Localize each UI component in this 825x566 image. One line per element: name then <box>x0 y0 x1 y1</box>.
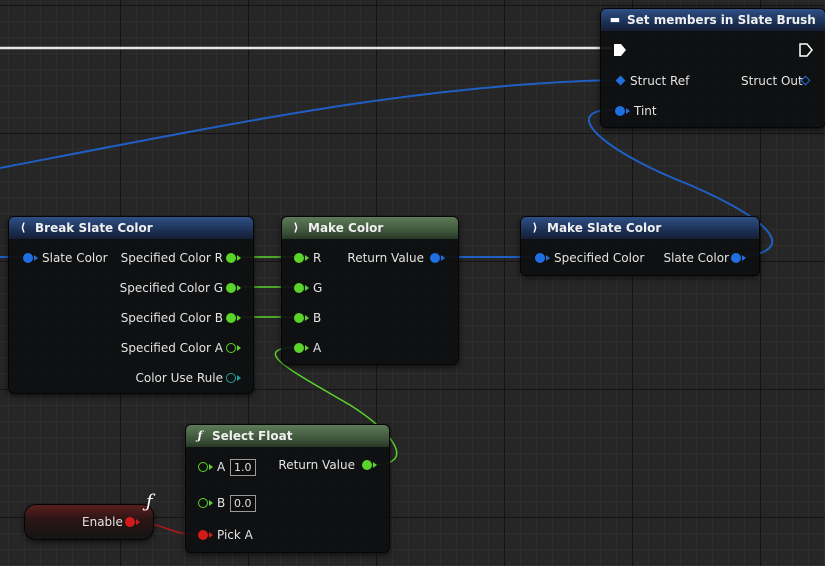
make-slate-color-header[interactable]: ⟩ Make Slate Color <box>521 217 759 239</box>
function-icon: ƒ <box>146 491 153 512</box>
b-input-pin[interactable] <box>294 313 304 323</box>
specified-color-r-arrow <box>237 255 241 261</box>
enable-variable-node[interactable]: Enable <box>24 504 154 540</box>
set-members-title: Set members in Slate Brush <box>627 13 816 27</box>
specified-color-label: Specified Color <box>554 251 645 265</box>
return-value-pin[interactable] <box>430 253 440 263</box>
tint-pin[interactable] <box>615 106 625 116</box>
specified-color-b-arrow <box>237 315 241 321</box>
r-input-arrow <box>305 255 309 261</box>
select-a-pin[interactable] <box>198 462 208 472</box>
slate-color-output-arrow <box>742 255 746 261</box>
select-float-header[interactable]: ƒ Select Float <box>186 425 389 447</box>
specified-color-g-pin[interactable] <box>226 283 236 293</box>
enable-output-arrow <box>136 519 140 525</box>
r-input-pin[interactable] <box>294 253 304 263</box>
struct-out-label: Struct Out <box>741 74 803 88</box>
color-use-rule-label: Color Use Rule <box>135 371 224 385</box>
select-b-pin[interactable] <box>198 498 208 508</box>
specified-color-b-label: Specified Color B <box>120 311 223 325</box>
pick-a-arrow <box>209 532 213 538</box>
select-b-value-field[interactable]: 0.0 <box>230 495 256 512</box>
specified-color-input-arrow <box>546 255 550 261</box>
make-slate-color-node[interactable]: ⟩ Make Slate Color Specified Color Slate… <box>520 216 760 276</box>
select-a-label: A <box>217 460 226 474</box>
select-float-to-a-wire[interactable] <box>274 346 398 466</box>
specified-color-r-pin[interactable] <box>226 253 236 263</box>
slate-color-input-pin[interactable] <box>23 253 33 263</box>
slate-color-output-pin[interactable] <box>731 253 741 263</box>
select-b-label: B <box>217 496 226 510</box>
make-color-title: Make Color <box>308 221 384 235</box>
specified-color-g-arrow <box>237 285 241 291</box>
slate-color-wire[interactable] <box>588 109 774 258</box>
break-slate-color-title: Break Slate Color <box>35 221 153 235</box>
select-return-value-arrow <box>373 462 377 468</box>
specified-color-a-label: Specified Color A <box>120 341 223 355</box>
specified-color-b-pin[interactable] <box>226 313 236 323</box>
make-struct-icon: ⟩ <box>532 221 538 234</box>
r-label: R <box>313 251 322 265</box>
select-return-value-label: Return Value <box>278 458 355 472</box>
a-label: A <box>313 341 322 355</box>
specified-color-input-pin[interactable] <box>535 253 545 263</box>
select-return-value-pin[interactable] <box>362 460 372 470</box>
pick-a-label: Pick A <box>217 528 253 542</box>
set-members-header[interactable]: ▬ Set members in Slate Brush <box>601 9 825 31</box>
function-icon: ƒ <box>197 429 203 442</box>
struct-icon: ▬ <box>609 13 621 26</box>
b-label: B <box>313 311 322 325</box>
select-float-title: Select Float <box>212 429 293 443</box>
color-use-rule-arrow <box>237 375 241 381</box>
specified-color-r-label: Specified Color R <box>120 251 223 265</box>
g-label: G <box>313 281 323 295</box>
a-input-pin[interactable] <box>294 343 304 353</box>
break-slate-color-node[interactable]: ⟨ Break Slate Color Slate Color Specifie… <box>8 216 254 394</box>
tint-label: Tint <box>634 104 657 118</box>
struct-ref-pin[interactable] <box>615 75 626 86</box>
struct-ref-wire[interactable] <box>0 79 613 169</box>
struct-ref-label: Struct Ref <box>630 74 690 88</box>
a-input-arrow <box>305 345 309 351</box>
break-struct-icon: ⟨ <box>20 221 26 234</box>
specified-color-a-arrow <box>237 345 241 351</box>
color-use-rule-pin[interactable] <box>226 373 236 383</box>
select-a-value-field[interactable]: 1.0 <box>230 459 256 476</box>
enable-output-pin[interactable] <box>125 517 135 527</box>
make-color-node[interactable]: ⟩ Make Color R Return Value G B A <box>281 216 459 365</box>
g-input-pin[interactable] <box>294 283 304 293</box>
slate-color-output-label: Slate Color <box>663 251 729 265</box>
pick-a-pin[interactable] <box>198 530 208 540</box>
exec-out-pin[interactable] <box>799 43 813 57</box>
b-input-arrow <box>305 315 309 321</box>
make-color-header[interactable]: ⟩ Make Color <box>282 217 458 239</box>
make-struct-icon: ⟩ <box>293 221 299 234</box>
select-float-node[interactable]: ƒ Select Float A 1.0 Return Value B 0.0 … <box>185 424 390 553</box>
tint-pin-arrow <box>626 108 630 114</box>
exec-in-pin[interactable] <box>613 43 627 57</box>
enable-label: Enable <box>82 515 123 529</box>
break-slate-color-header[interactable]: ⟨ Break Slate Color <box>9 217 253 239</box>
slate-color-input-arrow <box>34 255 38 261</box>
set-members-node[interactable]: ▬ Set members in Slate Brush Struct Ref … <box>600 8 825 128</box>
slate-color-input-label: Slate Color <box>42 251 108 265</box>
select-a-arrow <box>209 464 213 470</box>
specified-color-g-label: Specified Color G <box>119 281 223 295</box>
return-value-arrow <box>441 255 445 261</box>
g-input-arrow <box>305 285 309 291</box>
make-slate-color-title: Make Slate Color <box>547 221 662 235</box>
specified-color-a-pin[interactable] <box>226 343 236 353</box>
select-b-arrow <box>209 500 213 506</box>
return-value-label: Return Value <box>347 251 424 265</box>
